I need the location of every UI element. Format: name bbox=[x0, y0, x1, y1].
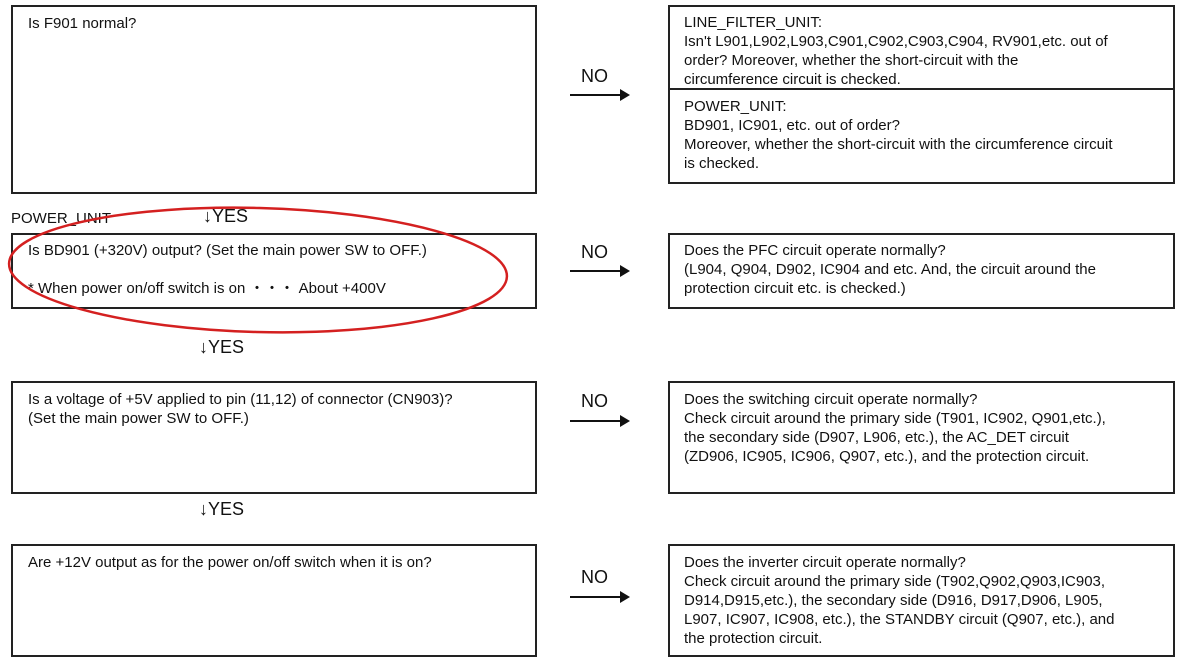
result-line: protection circuit etc. is checked.) bbox=[684, 280, 906, 297]
question-line: Is a voltage of +5V applied to pin (11,1… bbox=[28, 391, 453, 408]
result-box-line-filter-power bbox=[668, 5, 1175, 184]
result-line: D914,D915,etc.), the secondary side (D91… bbox=[684, 592, 1103, 609]
arrow-right-icon bbox=[570, 591, 630, 603]
result-line: Does the switching circuit operate norma… bbox=[684, 391, 978, 408]
result-line: Check circuit around the primary side (T… bbox=[684, 410, 1106, 427]
result-line: Isn't L901,L902,L903,C901,C902,C903,C904… bbox=[684, 33, 1108, 50]
result-box-pfc bbox=[668, 233, 1175, 309]
question-line: (Set the main power SW to OFF.) bbox=[28, 410, 249, 427]
result-line: (L904, Q904, D902, IC904 and etc. And, t… bbox=[684, 261, 1096, 278]
arrow-right-icon bbox=[570, 265, 630, 277]
result-line: the secondary side (D907, L906, etc.), t… bbox=[684, 429, 1069, 446]
result-line: Check circuit around the primary side (T… bbox=[684, 573, 1106, 590]
question-text: Is F901 normal? bbox=[28, 14, 136, 33]
question-line: Are +12V output as for the power on/off … bbox=[28, 554, 432, 571]
result-box-switching bbox=[668, 381, 1175, 494]
result-line: the protection circuit. bbox=[684, 630, 823, 647]
result-text: Does the PFC circuit operate normally? (… bbox=[684, 241, 1096, 298]
question-text: Are +12V output as for the power on/off … bbox=[28, 553, 432, 572]
question-text: Is a voltage of +5V applied to pin (11,1… bbox=[28, 390, 453, 428]
result-text: Does the inverter circuit operate normal… bbox=[684, 553, 1114, 648]
no-label: NO bbox=[581, 242, 608, 262]
question-text: Is BD901 (+320V) output? (Set the main p… bbox=[28, 241, 427, 298]
result-line: order? Moreover, whether the short-circu… bbox=[684, 52, 1019, 69]
no-label: NO bbox=[581, 567, 608, 587]
result-text-line-filter: LINE_FILTER_UNIT: Isn't L901,L902,L903,C… bbox=[684, 13, 1108, 89]
yes-label: ↓YES bbox=[203, 206, 249, 226]
question-box-f901 bbox=[11, 5, 537, 194]
highlight-ellipse bbox=[7, 206, 509, 334]
result-line: POWER_UNIT: bbox=[684, 98, 787, 115]
no-label: NO bbox=[581, 66, 608, 86]
result-line: LINE_FILTER_UNIT: bbox=[684, 14, 823, 31]
result-line: circumference circuit is checked. bbox=[684, 71, 901, 88]
divider bbox=[668, 88, 1175, 90]
section-label: POWER_UNIT bbox=[11, 210, 112, 227]
result-text: Does the switching circuit operate norma… bbox=[684, 390, 1106, 466]
result-line: (ZD906, IC905, IC906, Q907, etc.), and t… bbox=[684, 448, 1090, 465]
arrow-right-icon bbox=[570, 415, 630, 427]
arrow-right-icon bbox=[570, 89, 630, 101]
question-line: Is BD901 (+320V) output? (Set the main p… bbox=[28, 242, 427, 259]
result-line: Does the PFC circuit operate normally? bbox=[684, 242, 946, 259]
result-line: L907, IC907, IC908, etc.), the STANDBY c… bbox=[684, 611, 1115, 628]
result-text-power-unit: POWER_UNIT: BD901, IC901, etc. out of or… bbox=[684, 97, 1113, 173]
result-box-inverter bbox=[668, 544, 1175, 657]
question-note: * When power on/off switch is on ・・・ Abo… bbox=[28, 280, 386, 297]
yes-label: ↓YES bbox=[199, 337, 245, 357]
result-line: Moreover, whether the short-circuit with… bbox=[684, 136, 1113, 153]
yes-label: ↓YES bbox=[199, 499, 245, 519]
result-line: is checked. bbox=[684, 155, 760, 172]
question-line: Is F901 normal? bbox=[28, 15, 137, 32]
result-line: Does the inverter circuit operate normal… bbox=[684, 554, 966, 571]
result-line: BD901, IC901, etc. out of order? bbox=[684, 117, 900, 134]
no-label: NO bbox=[581, 391, 608, 411]
question-box-cn903 bbox=[11, 381, 537, 494]
question-box-12v bbox=[11, 544, 537, 657]
